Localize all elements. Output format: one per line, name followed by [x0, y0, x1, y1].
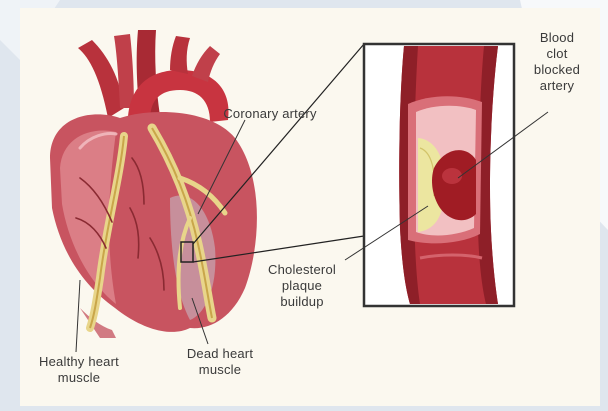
label-coronary-artery: Coronary artery	[210, 106, 330, 122]
label-cholesterol-line1: Cholesterol	[252, 262, 352, 278]
label-healthy-muscle: Healthy heart muscle	[24, 354, 134, 386]
label-dead-muscle-line1: Dead heart	[170, 346, 270, 362]
label-blood-clot: Blood clot blocked artery	[522, 30, 592, 94]
label-dead-muscle-line2: muscle	[170, 362, 270, 378]
heart-illustration	[50, 30, 257, 338]
label-healthy-muscle-line1: Healthy heart	[24, 354, 134, 370]
label-blood-clot-line3: blocked	[522, 62, 592, 78]
label-blood-clot-line2: clot	[522, 46, 592, 62]
label-blood-clot-line4: artery	[522, 78, 592, 94]
artery-inset	[364, 44, 514, 306]
label-cholesterol: Cholesterol plaque buildup	[252, 262, 352, 310]
heart-attack-diagram	[20, 8, 600, 406]
label-dead-muscle: Dead heart muscle	[170, 346, 270, 378]
label-healthy-muscle-line2: muscle	[24, 370, 134, 386]
label-cholesterol-line3: buildup	[252, 294, 352, 310]
label-blood-clot-line1: Blood	[522, 30, 592, 46]
leader-healthy-muscle	[76, 280, 80, 352]
diagram-panel: Coronary artery Blood clot blocked arter…	[20, 8, 600, 406]
label-cholesterol-line2: plaque	[252, 278, 352, 294]
